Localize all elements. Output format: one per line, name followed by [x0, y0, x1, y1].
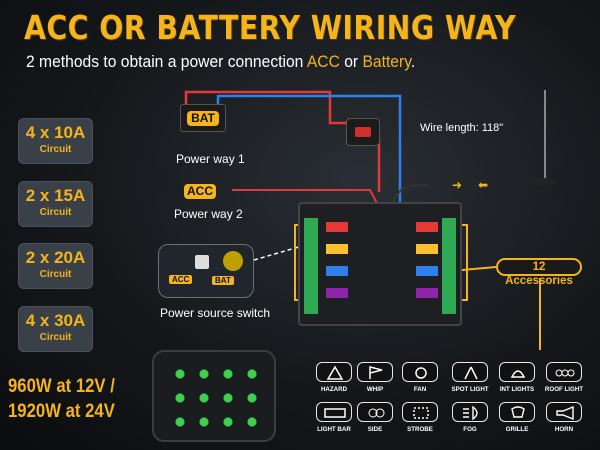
circuit-card-15a: 2 x 15A Circuit [18, 181, 93, 227]
circuit-count: 4 x 10A [25, 123, 86, 142]
fuse-row [326, 244, 348, 254]
page-title: ACC OR BATTERY WIRING WAY [24, 8, 517, 47]
accessories-badge: 12 Accessories [496, 258, 582, 287]
fuse-row [416, 266, 438, 276]
subtitle-battery: Battery [362, 52, 411, 71]
subtitle-or: or [339, 52, 363, 71]
circuit-breaker [346, 118, 380, 146]
accessory-label: SPOT LIGHT [451, 386, 489, 393]
connector-arrow-icon: ➜ [452, 178, 463, 192]
fuse-row [416, 244, 438, 254]
accessory-whip: WHIP [351, 362, 399, 393]
accessory-int-lights: INT LIGHTS [493, 362, 541, 393]
connector-arrow-icon: ⬅ [478, 178, 489, 192]
wire-length-label: Wire length: 118" [420, 122, 504, 134]
fuse-row [326, 288, 348, 298]
grille-icon [499, 402, 535, 422]
fuse-row [326, 266, 348, 276]
power-way-2-label: Power way 2 [174, 207, 243, 221]
circuit-count: 4 x 30A [25, 311, 86, 330]
fog-icon [452, 402, 488, 422]
fuse-relay-box [298, 202, 462, 326]
power-source-switch-label: Power source switch [160, 306, 271, 320]
accessory-label: STROBE [407, 426, 433, 433]
breaker-switch [355, 127, 371, 137]
accessory-spot-light: SPOT LIGHT [446, 362, 494, 393]
accessory-fan: FAN [396, 362, 444, 393]
circuit-card-20a: 2 x 20A Circuit [18, 243, 93, 289]
accessory-label: WHIP [366, 386, 384, 393]
subtitle-end: . [410, 52, 416, 71]
accessory-label: HORN [554, 426, 574, 433]
accessory-label: INT LIGHTS [499, 386, 535, 393]
accessory-side: SIDE [351, 402, 399, 433]
hazard-icon [316, 362, 352, 382]
circuit-label: Circuit [39, 207, 72, 218]
roof-light-icon [546, 362, 582, 382]
fan-icon [402, 362, 438, 382]
circuit-label: Circuit [39, 144, 72, 155]
spot-light-icon [452, 362, 488, 382]
battery-illustration: BAT [180, 104, 226, 132]
circuit-label: Circuit [39, 269, 72, 280]
terminal-block-left [304, 218, 318, 314]
accessory-hazard: HAZARD [310, 362, 358, 393]
power-way-1-label: Power way 1 [176, 152, 245, 166]
switch-control-panel [152, 350, 276, 442]
horn-icon [546, 402, 582, 422]
antenna-icon [544, 90, 546, 180]
antenna-base [534, 178, 556, 186]
switch-capacitor [223, 251, 243, 271]
switch-toggle [195, 255, 209, 269]
accessory-grille: GRILLE [493, 402, 541, 433]
fuse-row [416, 288, 438, 298]
acc-tag: ACC [184, 184, 216, 199]
accessory-roof-light: ROOF LIGHT [540, 362, 588, 393]
switch-acc-label: ACC [169, 275, 193, 284]
accessory-label: SIDE [367, 426, 383, 433]
int-lights-icon [499, 362, 535, 382]
side-icon [357, 402, 393, 422]
accessory-label: FOG [463, 426, 477, 433]
switch-bat-label: BAT [212, 276, 234, 285]
strobe-icon [402, 402, 438, 422]
circuit-count: 2 x 15A [25, 186, 86, 205]
accessory-horn: HORN [540, 402, 588, 433]
circuit-card-10a: 4 x 10A Circuit [18, 118, 93, 164]
panel-button-grid [168, 362, 264, 434]
subtitle-text: 2 methods to obtain a power connection [26, 52, 307, 71]
accessory-label: GRILLE [505, 426, 529, 433]
accessory-light-bar: LIGHT BAR [310, 402, 358, 433]
fuse-row [326, 222, 348, 232]
light-bar-icon [316, 402, 352, 422]
fuse-row [416, 222, 438, 232]
circuit-count: 2 x 20A [25, 248, 86, 267]
circuit-card-30a: 4 x 30A Circuit [18, 306, 93, 352]
bat-tag: BAT [187, 111, 219, 126]
power-rating-12v: 960W at 12V / [8, 376, 115, 397]
accessory-label: ROOF LIGHT [544, 386, 584, 393]
page-subtitle: 2 methods to obtain a power connection A… [26, 52, 415, 72]
accessory-label: HAZARD [320, 386, 348, 393]
whip-icon [357, 362, 393, 382]
accessory-label: LIGHT BAR [317, 426, 351, 433]
accessory-label: FAN [413, 386, 427, 393]
subtitle-acc: ACC [306, 52, 340, 71]
power-rating-24v: 1920W at 24V [8, 401, 115, 422]
terminal-block-right [442, 218, 456, 314]
power-source-switch-closeup: ACC BAT [158, 244, 254, 298]
accessory-strobe: STROBE [396, 402, 444, 433]
accessory-fog: FOG [446, 402, 494, 433]
circuit-label: Circuit [39, 332, 72, 343]
